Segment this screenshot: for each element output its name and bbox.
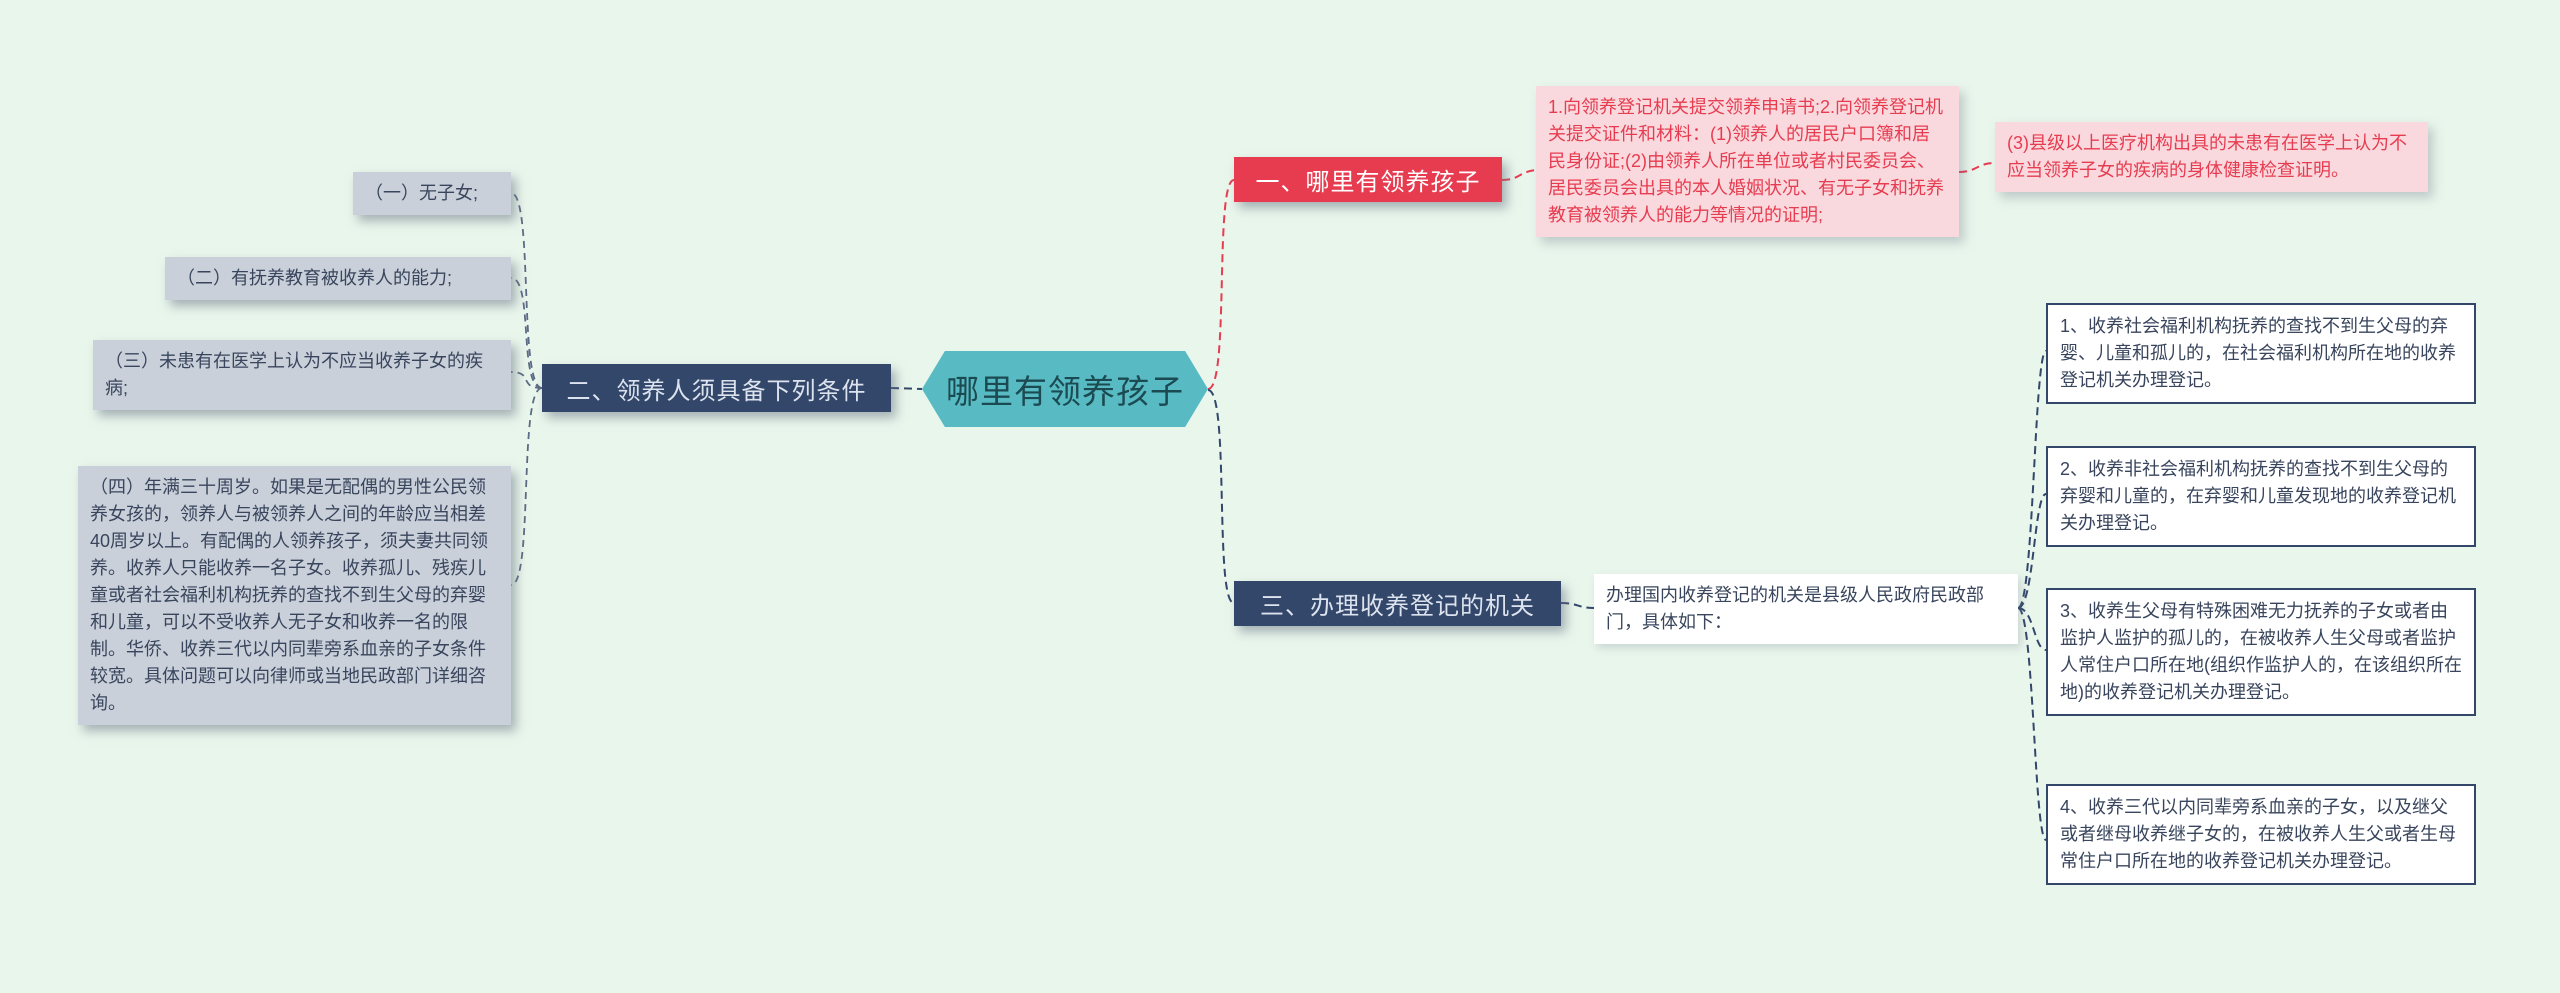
connector-registration-item4 — [2017, 607, 2047, 841]
connector-center-to-where — [1207, 179, 1235, 390]
connector-conditions-item3 — [510, 371, 543, 389]
connector-center-to-conditions — [890, 387, 923, 390]
condition-item-2: （二）有抚养教育被收养人的能力; — [165, 257, 511, 300]
branch-where-label: 一、哪里有领养孩子 — [1234, 157, 1502, 202]
registration-item-3: 3、收养生父母有特殊困难无力抚养的子女或者由监护人监护的孤儿的，在被收养人生父母… — [2046, 588, 2476, 716]
where-item-health-certificate: (3)县级以上医疗机构出具的未患有在医学上认为不应当领养子女的疾病的身体健康检查… — [1995, 122, 2428, 192]
connector-center-to-registration — [1207, 389, 1235, 604]
connector-conditions-item2 — [510, 277, 543, 389]
where-item-application: 1.向领养登记机关提交领养申请书;2.向领养登记机关提交证件和材料：(1)领养人… — [1536, 86, 1959, 237]
condition-item-1: （一）无子女; — [353, 172, 511, 215]
connector-conditions-item4 — [510, 387, 543, 586]
branch-registration-label: 三、办理收养登记的机关 — [1234, 581, 1561, 626]
connector-registration-item3 — [2017, 607, 2047, 651]
registration-item-4: 4、收养三代以内同辈旁系血亲的子女，以及继父或者继母收养继子女的，在被收养人生父… — [2046, 784, 2476, 885]
connector-registration-item1 — [2017, 350, 2047, 609]
connector-where-item2 — [1958, 162, 1996, 173]
branch-conditions-label: 二、领养人须具备下列条件 — [542, 364, 891, 412]
registration-item-2: 2、收养非社会福利机构抚养的查找不到生父母的弃婴和儿童的，在弃婴和儿童发现地的收… — [2046, 446, 2476, 547]
registration-intro: 办理国内收养登记的机关是县级人民政府民政部门，具体如下： — [1594, 574, 2018, 644]
connector-registration-item2 — [2017, 493, 2047, 609]
center-topic: 哪里有领养孩子 — [922, 351, 1208, 427]
condition-item-4: （四）年满三十周岁。如果是无配偶的男性公民领养女孩的，领养人与被领养人之间的年龄… — [78, 466, 511, 725]
condition-item-3: （三）未患有在医学上认为不应当收养子女的疾病; — [93, 340, 511, 410]
connector-where-item1 — [1501, 169, 1537, 181]
connector-conditions-item1 — [510, 192, 543, 389]
registration-item-1: 1、收养社会福利机构抚养的查找不到生父母的弃婴、儿童和孤儿的，在社会福利机构所在… — [2046, 303, 2476, 404]
connector-registration-intro — [1560, 602, 1595, 609]
